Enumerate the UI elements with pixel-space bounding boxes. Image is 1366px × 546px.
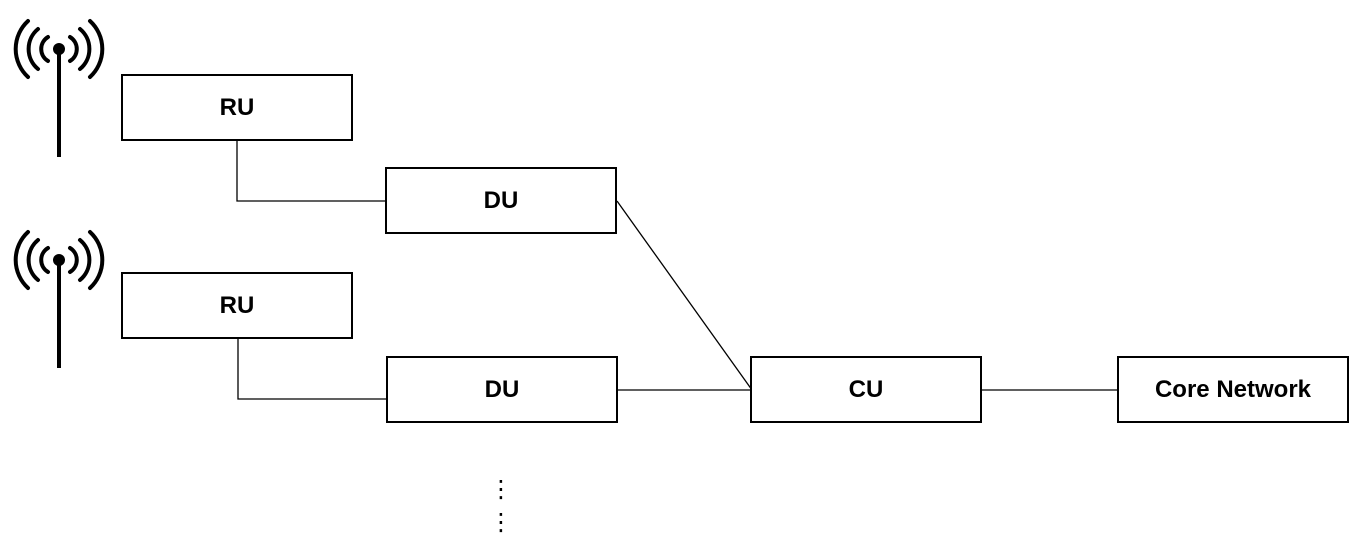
du-box-top: DU [385,167,617,234]
link-ru-top-to-du-top [236,141,385,202]
ru-box-top: RU [121,74,353,141]
cu-box: CU [750,356,982,423]
antenna-icon [13,19,105,157]
continuation-dots: ⋮ [489,476,513,503]
link-du-top-to-cu [616,200,753,391]
du-box-bottom: DU [386,356,618,423]
core-network-box: Core Network [1117,356,1349,423]
link-ru-bottom-to-du-bottom [237,339,386,400]
continuation-dots: ⋮ [489,509,513,536]
ru-box-bottom: RU [121,272,353,339]
antenna-icon [13,230,105,368]
